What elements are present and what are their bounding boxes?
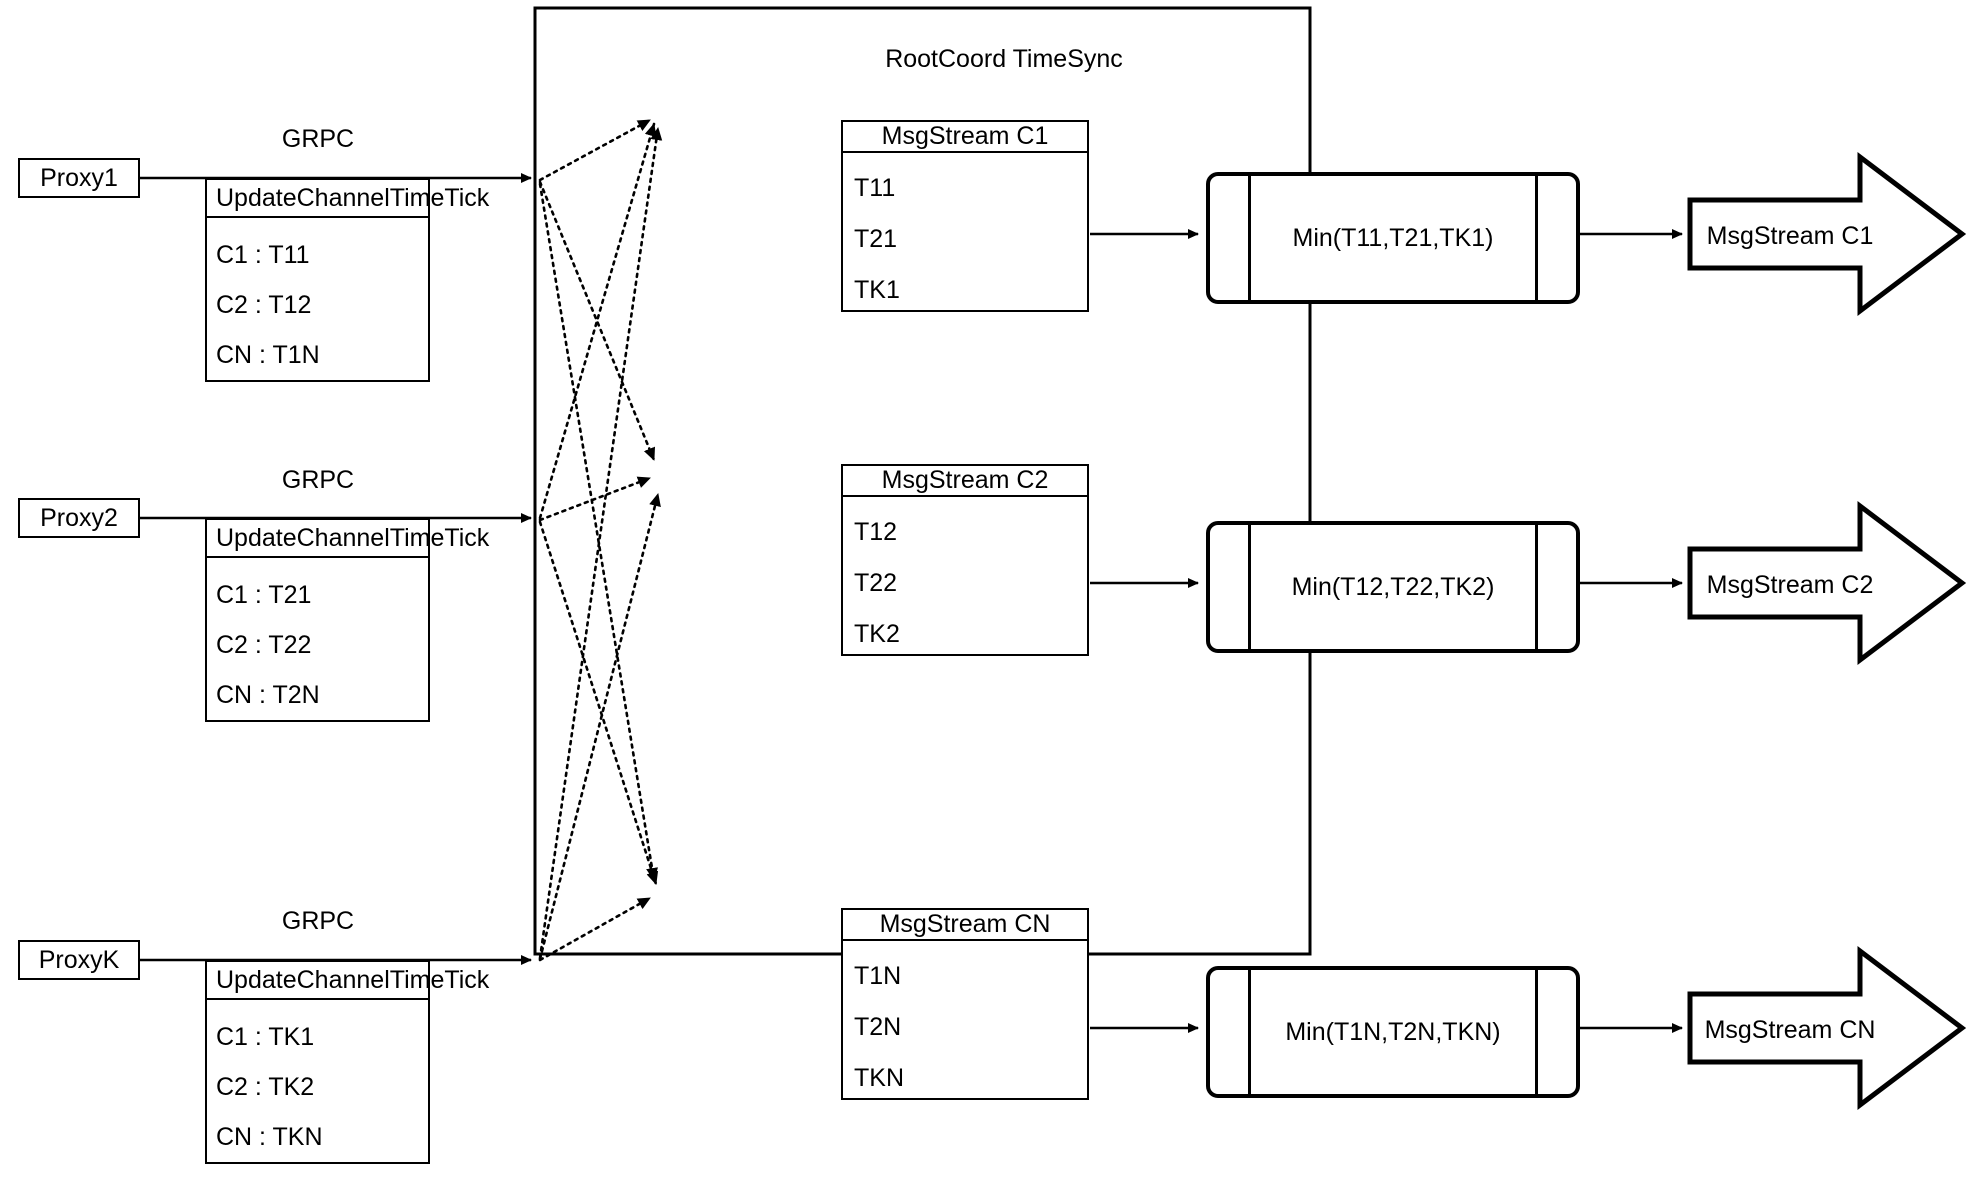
- min-box-right-bar: [1535, 970, 1538, 1094]
- min-box-left-bar: [1248, 525, 1251, 649]
- output-arrow-label-row-2: MsgStream C2: [1706, 571, 1874, 599]
- tick-table-row-3: UpdateChannelTimeTick C1 : TK1 C2 : TK2 …: [205, 960, 489, 1164]
- tick-table-row: CN : TKN: [216, 1122, 323, 1151]
- min-box-label: Min(T12,T22,TK2): [1291, 572, 1495, 601]
- msgstream-table-row: T11: [854, 174, 896, 202]
- msgstream-table-body: T1N T2N TKN: [843, 941, 1087, 1104]
- tick-table-body: C1 : T21 C2 : T22 CN : T2N: [207, 558, 428, 720]
- msgstream-to-min-connectors: [1090, 229, 1199, 1033]
- min-box-right-bar: [1535, 525, 1538, 649]
- msgstream-table-title: MsgStream C1: [843, 122, 1087, 153]
- tick-table-row: C1 : T21: [216, 580, 312, 609]
- msgstream-table-row: T22: [854, 569, 898, 597]
- timetick-fanout-connectors: [538, 118, 663, 962]
- tick-table-row: C1 : T11: [216, 240, 310, 269]
- output-arrow-label-row-3: MsgStream CN: [1704, 1016, 1876, 1044]
- tick-table-body: C1 : T11 C2 : T12 CN : T1N: [207, 218, 428, 380]
- min-to-output-connectors: [1572, 229, 1683, 1033]
- msgstream-table-title: MsgStream CN: [843, 910, 1087, 941]
- msgstream-table-row-2: MsgStream C2 T12 T22 TK2: [841, 464, 1089, 656]
- grpc-label-row-2: GRPC: [281, 466, 355, 494]
- min-box-label: Min(T11,T21,TK1): [1292, 223, 1494, 252]
- min-box-row-3: Min(T1N,T2N,TKN): [1206, 966, 1580, 1098]
- grpc-label-row-3: GRPC: [281, 907, 355, 935]
- min-box-label: Min(T1N,T2N,TKN): [1285, 1017, 1501, 1046]
- min-box-row-1: Min(T11,T21,TK1): [1206, 172, 1580, 304]
- proxy-box-row-1[interactable]: Proxy1: [18, 158, 140, 198]
- msgstream-table-row: TK1: [854, 276, 900, 304]
- tick-table-row: CN : T1N: [216, 340, 320, 369]
- msgstream-table-body: T12 T22 TK2: [843, 497, 1087, 660]
- tick-table-row: CN : T2N: [216, 680, 320, 709]
- grpc-label-row-1: GRPC: [281, 125, 355, 153]
- msgstream-table-row: TK2: [854, 620, 900, 648]
- msgstream-table-row: T1N: [854, 962, 902, 990]
- tick-table-row-1: UpdateChannelTimeTick C1 : T11 C2 : T12 …: [205, 178, 489, 382]
- proxy-box-row-3[interactable]: ProxyK: [18, 940, 140, 980]
- msgstream-table-title: MsgStream C2: [843, 466, 1087, 497]
- tick-table-row: C2 : T22: [216, 630, 312, 659]
- tick-table-row-2: UpdateChannelTimeTick C1 : T21 C2 : T22 …: [205, 518, 489, 722]
- min-box-row-2: Min(T12,T22,TK2): [1206, 521, 1580, 653]
- proxy-label: Proxy1: [40, 163, 118, 192]
- proxy-label: Proxy2: [40, 503, 118, 532]
- tick-table-title: UpdateChannelTimeTick: [207, 180, 489, 218]
- msgstream-table-row: T12: [854, 518, 898, 546]
- tick-table-row: C2 : TK2: [216, 1072, 315, 1101]
- msgstream-table-row: TKN: [854, 1064, 904, 1092]
- min-box-right-bar: [1535, 176, 1538, 300]
- msgstream-table-row: T21: [854, 225, 898, 253]
- container-title: RootCoord TimeSync: [885, 45, 1123, 73]
- tick-table-title: UpdateChannelTimeTick: [207, 520, 489, 558]
- proxy-label: ProxyK: [38, 945, 120, 974]
- tick-table-row: C2 : T12: [216, 290, 312, 319]
- tick-table-body: C1 : TK1 C2 : TK2 CN : TKN: [207, 1000, 428, 1162]
- msgstream-table-row-1: MsgStream C1 T11 T21 TK1: [841, 120, 1089, 312]
- tick-table-title: UpdateChannelTimeTick: [207, 962, 489, 1000]
- msgstream-table-row: T2N: [854, 1013, 902, 1041]
- min-box-left-bar: [1248, 970, 1251, 1094]
- msgstream-table-row-3: MsgStream CN T1N T2N TKN: [841, 908, 1089, 1100]
- proxy-box-row-2[interactable]: Proxy2: [18, 498, 140, 538]
- tick-table-row: C1 : TK1: [216, 1022, 315, 1051]
- output-arrow-label-row-1: MsgStream C1: [1706, 222, 1874, 250]
- min-box-left-bar: [1248, 176, 1251, 300]
- msgstream-table-body: T11 T21 TK1: [843, 153, 1087, 316]
